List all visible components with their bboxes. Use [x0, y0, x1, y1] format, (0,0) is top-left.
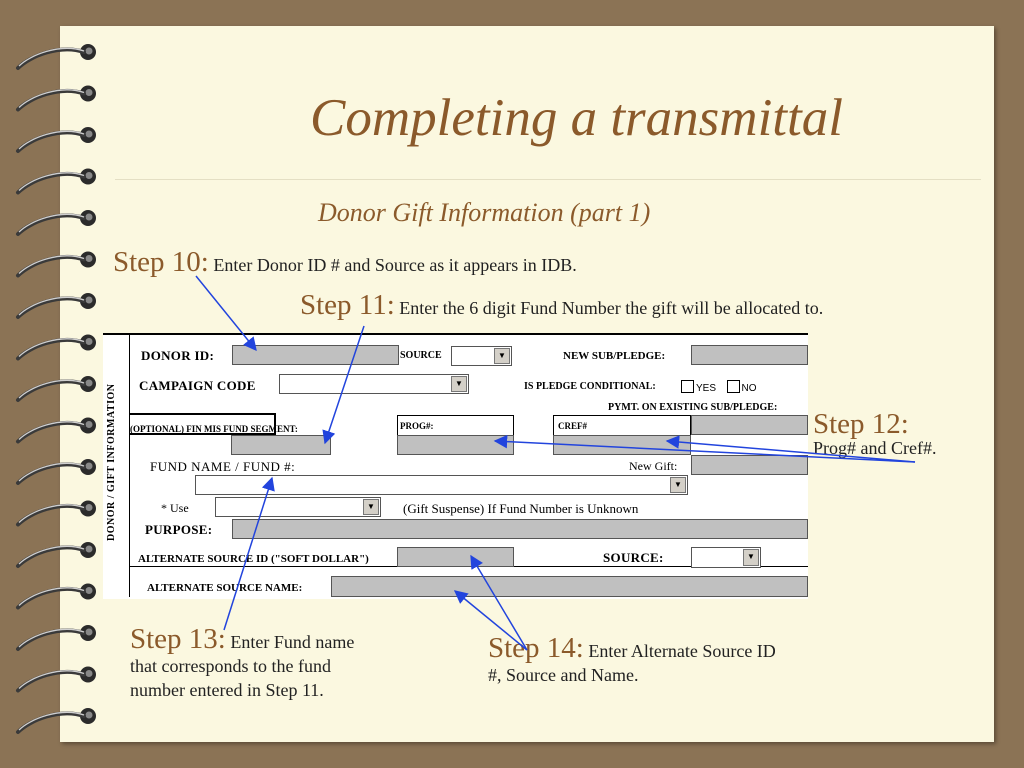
step-11-text: Enter the 6 digit Fund Number the gift w… — [399, 298, 824, 318]
new-gift-label: New Gift: — [629, 459, 678, 473]
title-divider — [115, 179, 981, 180]
source-dropdown-icon[interactable]: ▼ — [494, 348, 510, 364]
purpose-label: PURPOSE: — [145, 522, 213, 537]
no-label: NO — [741, 383, 757, 394]
new-sub-pledge-label: NEW SUB/PLEDGE: — [563, 350, 666, 362]
slide-title: Completing a transmittal — [310, 89, 843, 147]
pymt-existing-field[interactable] — [691, 415, 808, 435]
step-10-label: Step 10: — [113, 246, 209, 278]
use-select[interactable]: ▼ — [215, 497, 381, 517]
source-label: SOURCE — [400, 350, 442, 361]
step-12-text: Prog# and Cref#. — [813, 438, 937, 458]
step-12: Step 12: Prog# and Cref#. — [813, 408, 983, 460]
optional-fin-label: (OPTIONAL) FIN MIS FUND SEGMENT: — [130, 424, 298, 434]
source-select[interactable]: ▼ — [451, 346, 512, 366]
alt-source-name-field[interactable] — [331, 576, 808, 597]
prog-label: PROG#: — [400, 421, 434, 431]
prog-field[interactable] — [397, 435, 514, 455]
optional-fin-box — [129, 413, 276, 435]
new-sub-pledge-field[interactable] — [691, 345, 808, 365]
use-label: * Use — [161, 501, 189, 515]
prog-box — [397, 415, 514, 435]
purpose-field[interactable] — [232, 519, 808, 539]
gift-suspense-note: (Gift Suspense) If Fund Number is Unknow… — [403, 501, 639, 516]
campaign-dropdown-icon[interactable]: ▼ — [451, 376, 467, 392]
step-14: Step 14: Enter Alternate Source ID #, So… — [488, 634, 783, 687]
alt-source-id-label: ALTERNATE SOURCE ID ("SOFT DOLLAR") — [138, 553, 369, 565]
fund-name-label: FUND NAME / FUND #: — [150, 459, 296, 474]
step-10-text: Enter Donor ID # and Source as it appear… — [213, 255, 577, 275]
side-divider — [129, 335, 130, 597]
yes-label: YES — [696, 383, 717, 394]
no-checkbox[interactable] — [726, 380, 740, 393]
donor-gift-form: DONOR / GIFT INFORMATION DONOR ID: SOURC… — [103, 333, 808, 599]
cref-label: CREF# — [558, 421, 587, 431]
source2-dropdown-icon[interactable]: ▼ — [743, 549, 759, 566]
form-side-label: DONOR / GIFT INFORMATION — [106, 383, 117, 542]
use-dropdown-icon[interactable]: ▼ — [363, 499, 379, 515]
step-12-label: Step 12: — [813, 408, 909, 440]
cref-field[interactable] — [553, 435, 691, 455]
source2-select[interactable]: ▼ — [691, 547, 761, 568]
slide-subtitle: Donor Gift Information (part 1) — [318, 198, 651, 227]
step-13-text: Enter Fund name that corresponds to the … — [130, 632, 355, 700]
fund-name-select[interactable]: ▼ — [195, 475, 688, 495]
step-13-label: Step 13: — [130, 623, 226, 655]
alt-source-id-field[interactable] — [397, 547, 514, 567]
donor-id-field[interactable] — [232, 345, 399, 365]
alt-source-name-label: ALTERNATE SOURCE NAME: — [147, 582, 303, 594]
donor-id-label: DONOR ID: — [141, 348, 215, 363]
step-11-label: Step 11: — [300, 289, 395, 321]
fund-name-dropdown-icon[interactable]: ▼ — [670, 477, 686, 493]
campaign-code-select[interactable]: ▼ — [279, 374, 469, 394]
step-10: Step 10: Enter Donor ID # and Source as … — [113, 248, 577, 277]
source2-label: SOURCE: — [603, 550, 664, 565]
yes-checkbox[interactable] — [681, 380, 694, 393]
step-13: Step 13: Enter Fund name that correspond… — [130, 625, 365, 702]
pymt-existing-label: PYMT. ON EXISTING SUB/PLEDGE: — [608, 402, 778, 413]
cref-box — [553, 415, 691, 435]
pledge-conditional-options: YES NO — [681, 380, 757, 394]
new-gift-field[interactable] — [691, 455, 808, 475]
step-11: Step 11: Enter the 6 digit Fund Number t… — [300, 291, 824, 320]
step-14-label: Step 14: — [488, 632, 584, 664]
step-14-text: Enter Alternate Source ID #, Source and … — [488, 641, 776, 685]
fin-mis-field[interactable] — [231, 435, 331, 455]
campaign-code-label: CAMPAIGN CODE — [139, 378, 256, 393]
pledge-conditional-label: IS PLEDGE CONDITIONAL: — [524, 381, 656, 392]
